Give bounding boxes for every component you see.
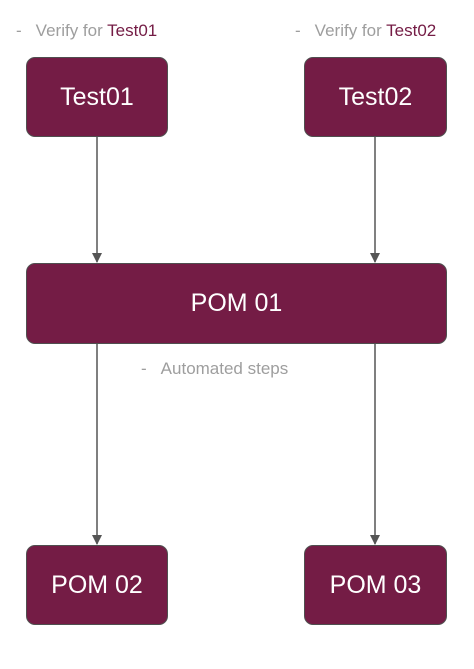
note-text: Verify for xyxy=(314,21,387,40)
note-verify-test01: -Verify for Test01 xyxy=(16,21,157,41)
note-dash: - xyxy=(141,359,147,378)
note-automated-steps: -Automated steps xyxy=(141,359,288,379)
node-test02[interactable]: Test02 xyxy=(304,57,447,137)
node-label: POM 01 xyxy=(190,289,283,317)
node-label: Test02 xyxy=(338,82,413,111)
node-pom02[interactable]: POM 02 xyxy=(26,545,168,625)
node-pom01[interactable]: POM 01 xyxy=(26,263,447,344)
node-label: POM 03 xyxy=(329,570,422,599)
note-verify-test02: -Verify for Test02 xyxy=(295,21,436,41)
node-pom03[interactable]: POM 03 xyxy=(304,545,447,625)
note-dash: - xyxy=(16,21,22,40)
note-text: Verify for xyxy=(35,21,108,40)
note-dash: - xyxy=(295,21,301,40)
node-test01[interactable]: Test01 xyxy=(26,57,168,137)
node-label: POM 02 xyxy=(51,570,143,599)
note-highlight: Test01 xyxy=(107,21,158,40)
node-label: Test01 xyxy=(60,82,134,111)
note-highlight: Test02 xyxy=(386,21,437,40)
note-text: Automated steps xyxy=(160,359,289,378)
